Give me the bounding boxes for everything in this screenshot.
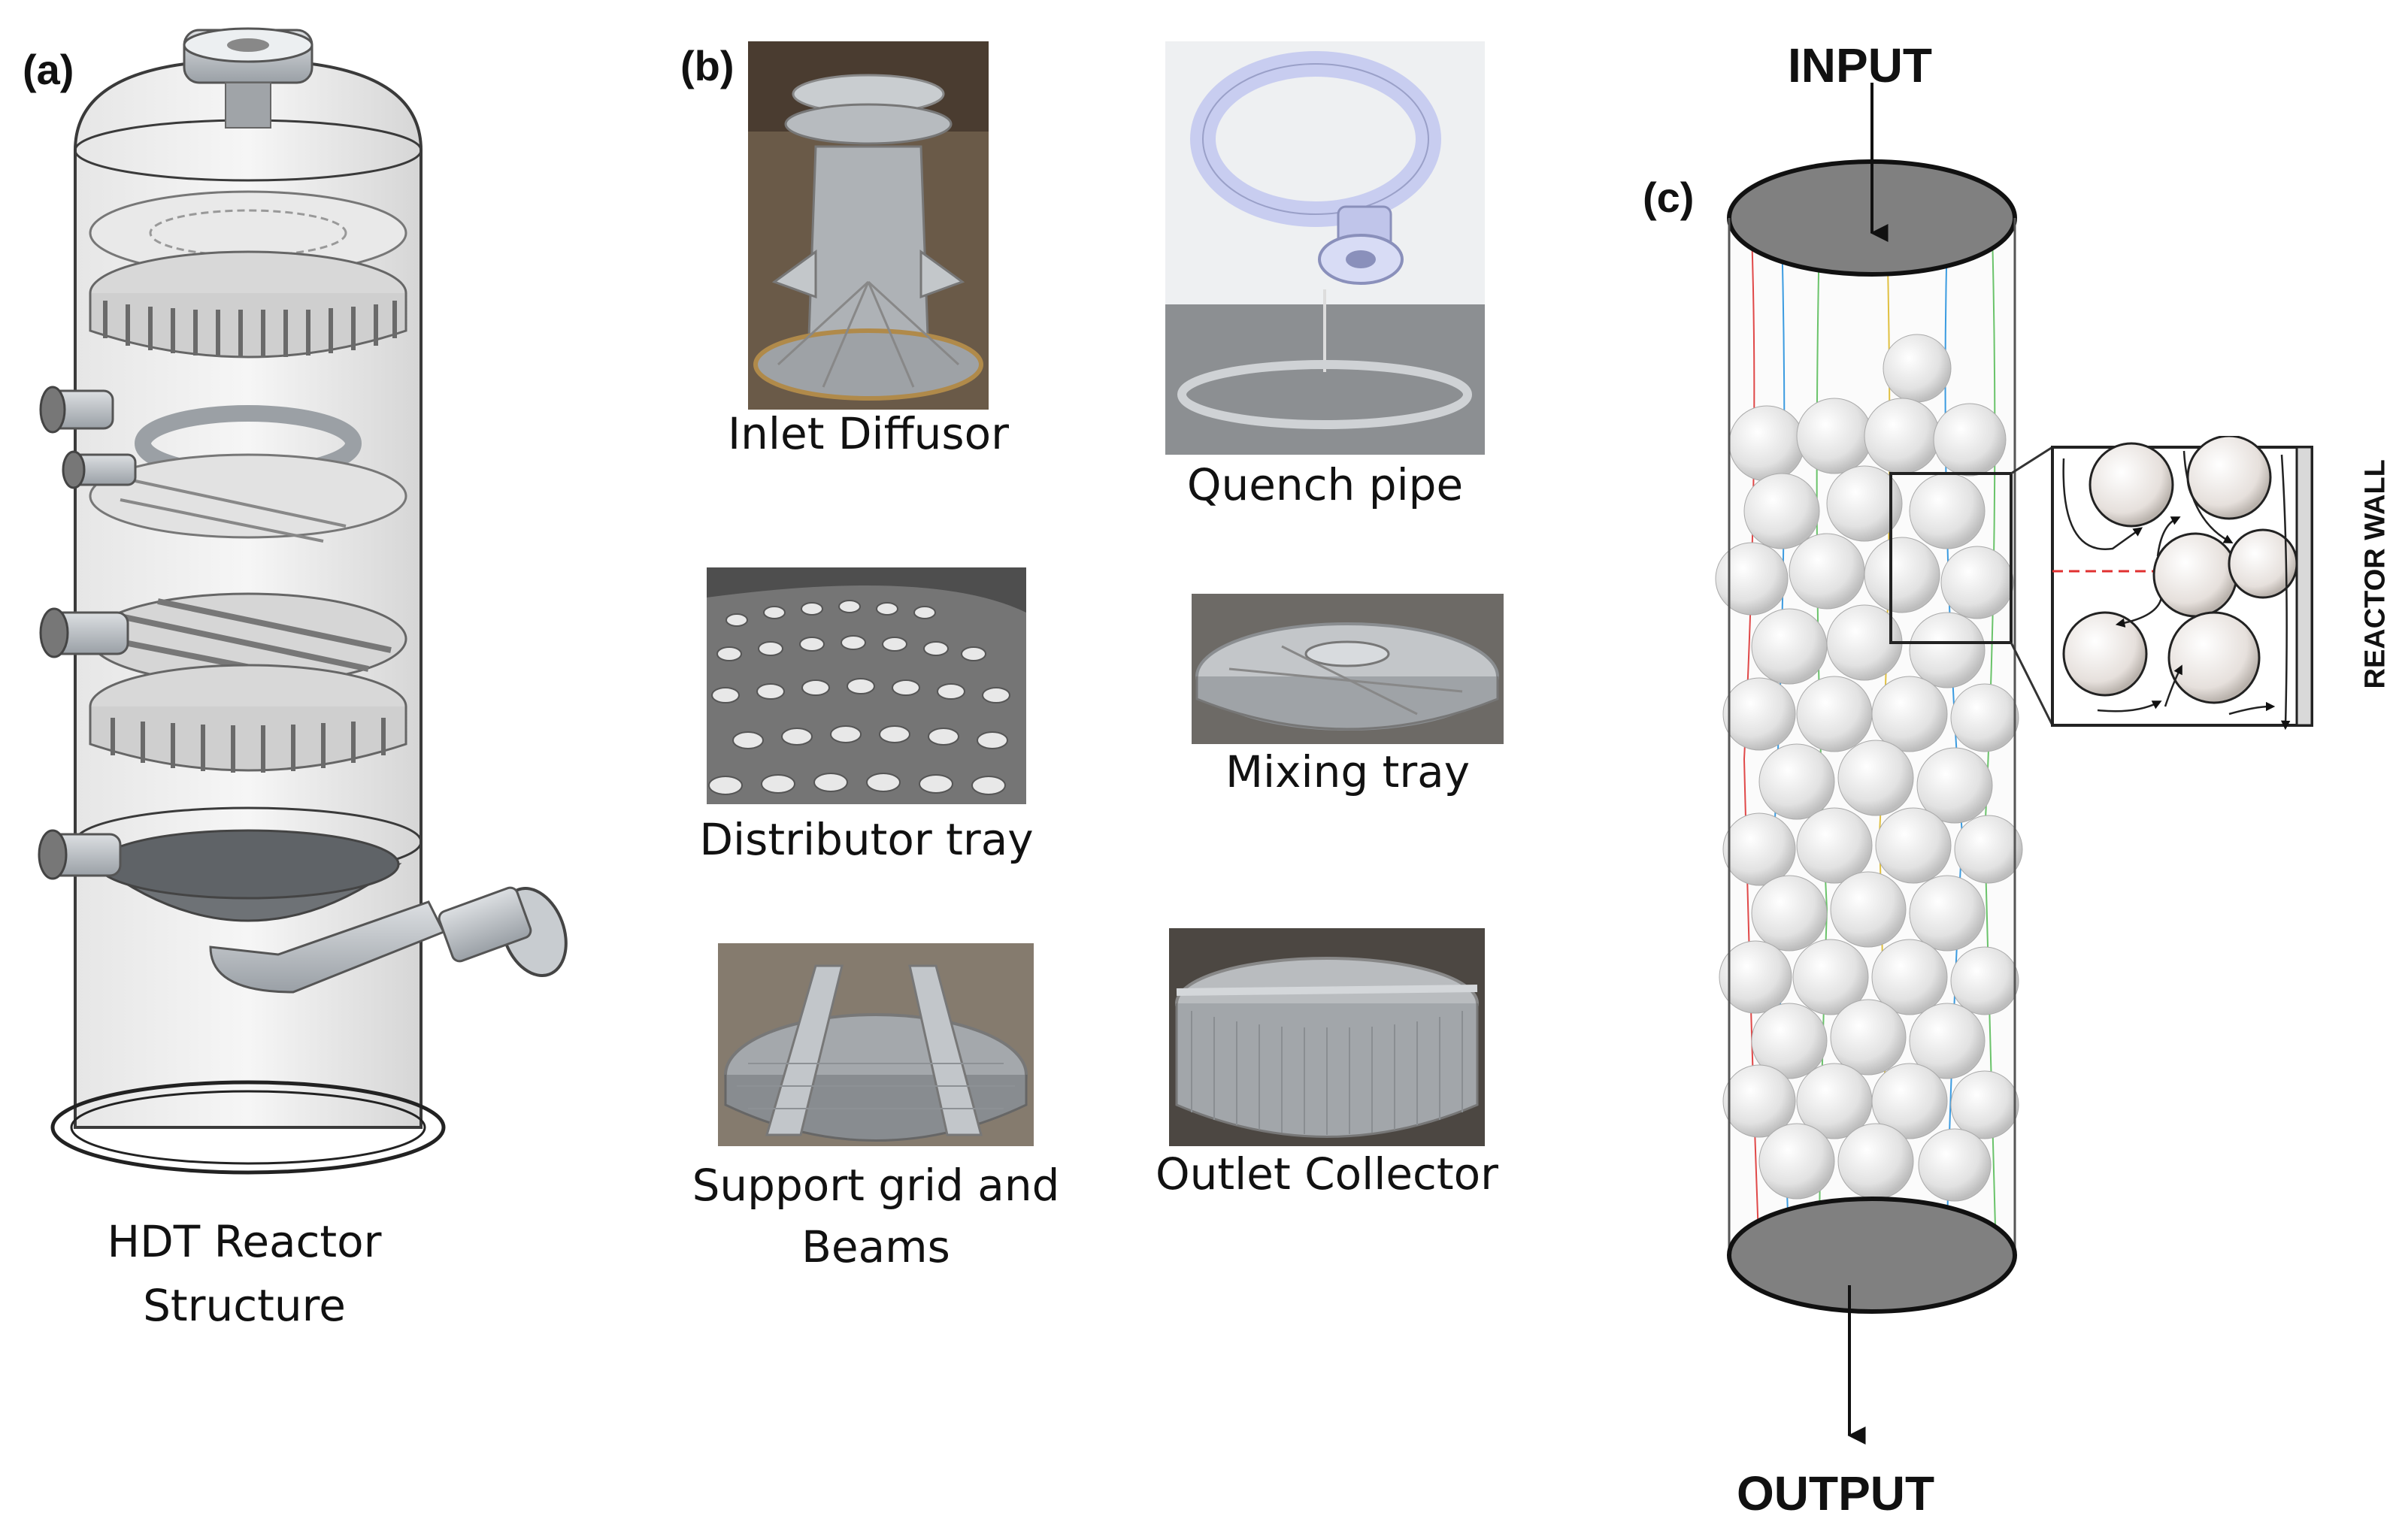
- caption-outlet-collector: Outlet Collector: [1156, 1148, 1498, 1200]
- mixing-tray-photo: [1192, 594, 1504, 744]
- wall-zoom-inset: [2010, 436, 2313, 731]
- inlet-diffusor-photo: [748, 41, 989, 410]
- caption-inlet-diffusor: Inlet Diffusor: [728, 408, 1009, 459]
- input-label: INPUT: [1788, 38, 1932, 92]
- caption-distributor-tray: Distributor tray: [699, 814, 1034, 865]
- panel-a-letter: (a): [23, 46, 74, 93]
- support-grid-photo: [718, 943, 1034, 1146]
- caption-mixing-tray: Mixing tray: [1225, 746, 1471, 797]
- reactor-wall-label: REACTOR WALL: [2359, 459, 2391, 689]
- caption-hdt-line1: HDT Reactor: [107, 1216, 382, 1267]
- panel-b-letter: (b): [680, 42, 735, 89]
- caption-support-grid-line1: Support grid and: [692, 1160, 1060, 1211]
- distributor-tray-photo: [707, 567, 1026, 804]
- caption-support-grid-line2: Beams: [801, 1221, 950, 1272]
- packed-bed-diagram: [1715, 83, 2023, 1445]
- caption-quench-pipe: Quench pipe: [1186, 459, 1464, 510]
- outlet-collector-photo: [1169, 928, 1485, 1146]
- hdt-reactor-drawing: [38, 27, 568, 1175]
- quench-pipe-photo: [1165, 41, 1485, 455]
- caption-hdt-line2: Structure: [143, 1280, 346, 1331]
- panel-c-letter: (c): [1643, 174, 1695, 221]
- output-label: OUTPUT: [1737, 1466, 1935, 1520]
